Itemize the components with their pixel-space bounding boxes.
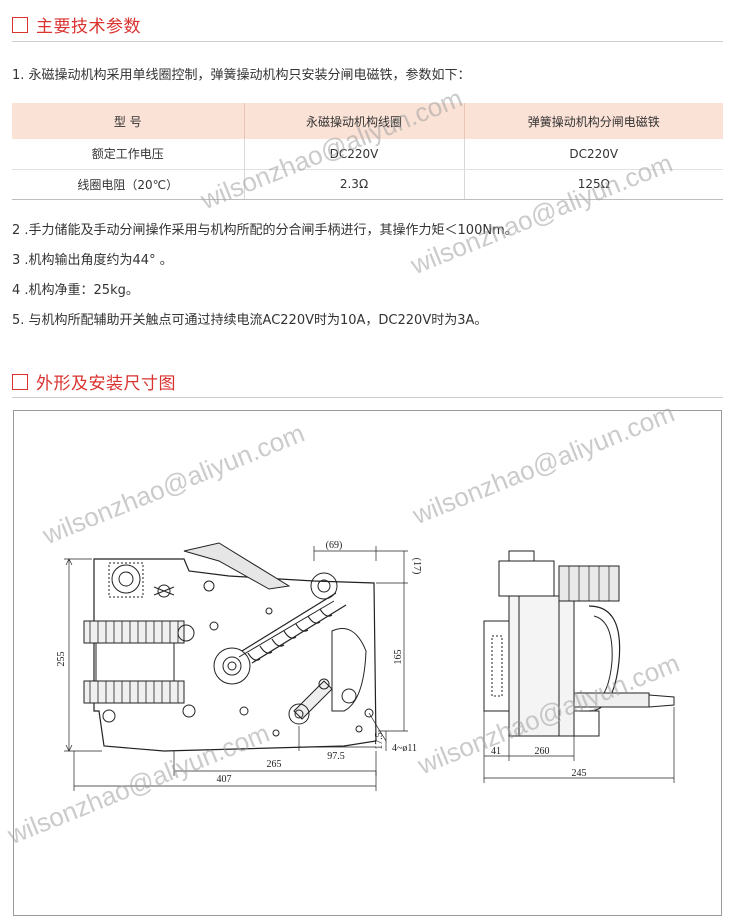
section-title: 外形及安装尺寸图 bbox=[36, 374, 176, 394]
note-item: 5. 与机构所配辅助开关触点可通过持续电流AC220V时为10A，DC220V时… bbox=[12, 313, 488, 328]
dim-label: (69) bbox=[326, 540, 343, 551]
square-bullet-icon bbox=[12, 16, 28, 33]
dim-label: 265 bbox=[267, 759, 282, 770]
dim-label: 245 bbox=[572, 768, 587, 779]
table-cell: 线圈电阻（20℃） bbox=[12, 169, 244, 200]
dim-label: 97.5 bbox=[327, 751, 345, 762]
dimension-drawing: (69) (17) 255 165 17.5 4~ø11 265 97.5 40… bbox=[13, 410, 722, 916]
dim-label: 260 bbox=[535, 746, 550, 757]
side-view: 41 260 245 bbox=[483, 550, 675, 783]
notes-list: 2 .手力储能及手动分闸操作采用与机构所配的分合闸手柄进行，其操作力矩＜100N… bbox=[12, 222, 518, 342]
table-header-row: 型 号 永磁操动机构线圈 弹簧操动机构分闸电磁铁 bbox=[12, 103, 723, 139]
dim-label: 17.5 bbox=[374, 732, 385, 750]
front-view: (69) (17) 255 165 17.5 4~ø11 265 97.5 40… bbox=[56, 540, 422, 791]
section-header-params: 主要技术参数 bbox=[12, 12, 141, 37]
table-row: 额定工作电压 DC220V DC220V bbox=[12, 139, 723, 170]
note-item: 2 .手力储能及手动分闸操作采用与机构所配的分合闸手柄进行，其操作力矩＜100N… bbox=[12, 223, 518, 238]
dim-label: 407 bbox=[217, 774, 232, 785]
column-header: 永磁操动机构线圈 bbox=[243, 103, 464, 139]
table-cell: 额定工作电压 bbox=[12, 139, 244, 170]
dim-label: 4~ø11 bbox=[392, 743, 417, 754]
dim-label: 41 bbox=[491, 746, 501, 757]
dim-label: (17) bbox=[411, 558, 422, 575]
divider bbox=[12, 397, 723, 398]
table-cell: DC220V bbox=[243, 139, 464, 170]
section-header-dimensions: 外形及安装尺寸图 bbox=[12, 369, 176, 394]
column-header: 型 号 bbox=[12, 103, 244, 139]
table-cell: 2.3Ω bbox=[243, 169, 464, 200]
table-row: 线圈电阻（20℃） 2.3Ω 125Ω bbox=[12, 169, 723, 200]
column-header: 弹簧操动机构分闸电磁铁 bbox=[463, 103, 723, 139]
dim-label: 165 bbox=[393, 650, 404, 665]
section-title: 主要技术参数 bbox=[36, 17, 141, 37]
divider bbox=[12, 41, 723, 42]
note-item: 4 .机构净重：25kg。 bbox=[12, 283, 139, 298]
note-item: 3 .机构输出角度约为44° 。 bbox=[12, 253, 173, 268]
intro-text: 1. 永磁操动机构采用单线圈控制，弹簧操动机构只安装分闸电磁铁，参数如下： bbox=[12, 68, 471, 83]
dim-label: 255 bbox=[56, 652, 67, 667]
params-table: 型 号 永磁操动机构线圈 弹簧操动机构分闸电磁铁 额定工作电压 DC220V D… bbox=[12, 103, 723, 200]
square-bullet-icon bbox=[12, 373, 28, 390]
table-cell: DC220V bbox=[463, 139, 723, 170]
table-cell: 125Ω bbox=[463, 169, 723, 200]
